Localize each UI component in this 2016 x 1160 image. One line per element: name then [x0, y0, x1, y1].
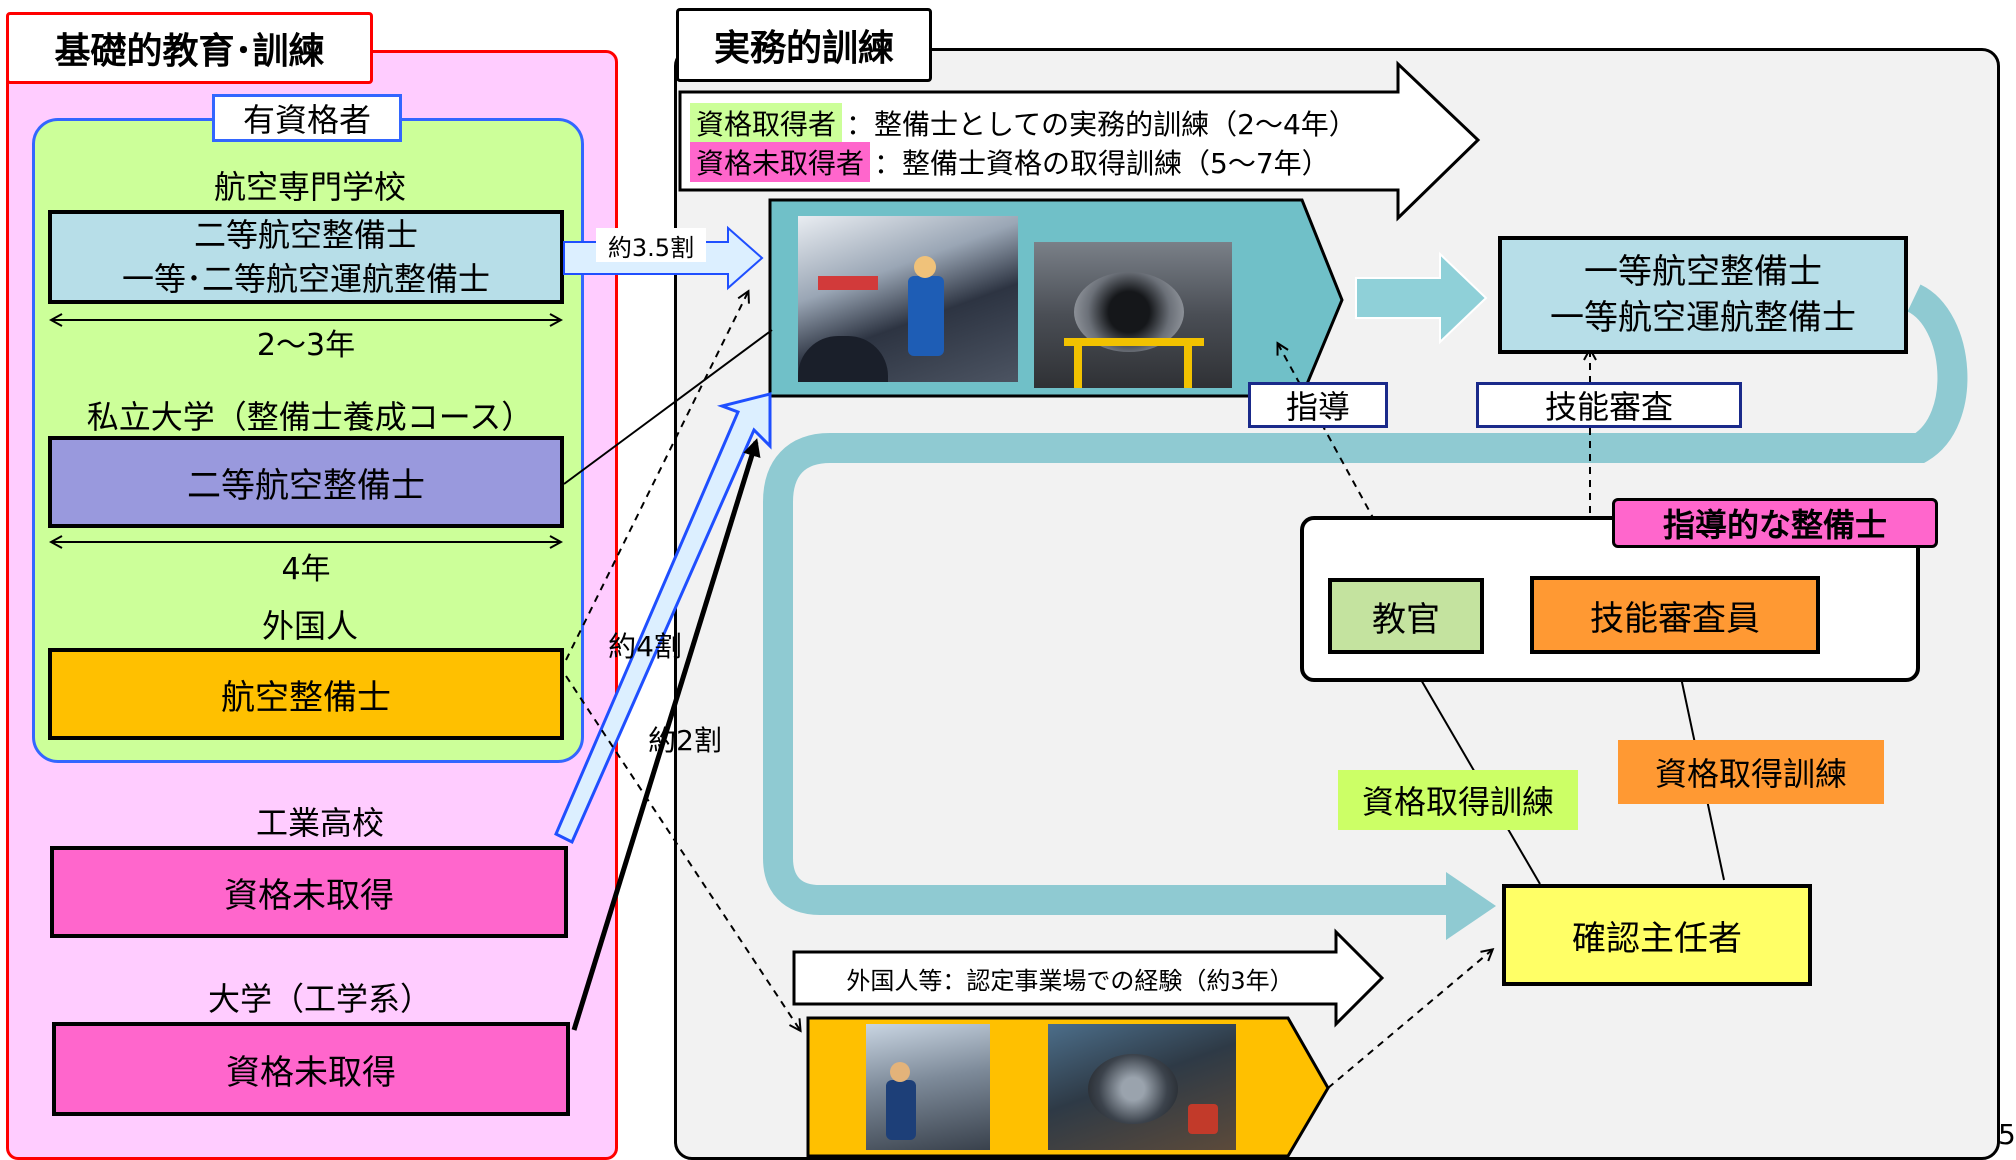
legend-row-unqualified: 資格未取得者 ：整備士資格の取得訓練（5〜7年） — [690, 142, 1330, 182]
maintenance-photo-1 — [798, 216, 1018, 382]
legend-tag-qualified: 資格取得者 — [690, 103, 843, 143]
qualified-label: 有資格者 — [212, 94, 402, 142]
foreign-experience-arrow — [792, 928, 1385, 1028]
private-university-box: 二等航空整備士 — [48, 436, 564, 528]
certifying-staff-box: 確認主任者 — [1502, 884, 1812, 986]
aviation-school-heading: 航空専門学校 — [213, 168, 406, 206]
dashed-foreigner-to-teal — [565, 292, 748, 661]
foreigner-heading: 外国人 — [261, 607, 358, 645]
first-class-line2: 一等航空運航整備士 — [1550, 298, 1856, 338]
ratio-4-label: 約4割 — [608, 630, 682, 663]
basic-training-title: 基礎的教育･訓練 — [6, 12, 373, 84]
foreign-photo-1 — [866, 1024, 990, 1150]
dashed-foreign-to-cert — [1327, 950, 1492, 1089]
skill-examiner-box: 技能審査員 — [1530, 576, 1820, 654]
legend-text-qualified: ：整備士としての実務的訓練（2〜4年） — [846, 108, 1357, 141]
training-label-green: 資格取得訓練 — [1338, 770, 1578, 830]
legend-arrow — [678, 60, 1481, 222]
technical-high-school-heading: 工業高校 — [255, 804, 384, 842]
guidance-label: 指導 — [1248, 382, 1388, 428]
ratio-35-label: 約3.5割 — [596, 228, 706, 262]
foreign-experience-text: 外国人等：認定事業場での経験（約3年） — [846, 966, 1294, 995]
technical-high-school-box: 資格未取得 — [50, 846, 568, 938]
legend-text-unqualified: ：整備士資格の取得訓練（5〜7年） — [874, 147, 1330, 180]
private-university-heading: 私立大学（整備士養成コース） — [86, 398, 534, 436]
foreigner-box: 航空整備士 — [48, 648, 564, 740]
aviation-school-box: 二等航空整備士 一等･二等航空運航整備士 — [48, 210, 564, 304]
instructor-group-label: 指導的な整備士 — [1612, 498, 1938, 548]
university-engineering-box: 資格未取得 — [52, 1022, 570, 1116]
foreign-photo-2 — [1048, 1024, 1236, 1150]
arrow-4 — [554, 392, 772, 845]
big-loop-arrowhead — [1446, 872, 1496, 940]
legend-tag-unqualified: 資格未取得者 — [690, 142, 871, 182]
training-label-orange: 資格取得訓練 — [1618, 740, 1884, 804]
line-private-university — [563, 329, 773, 485]
legend-row-qualified: 資格取得者 ：整備士としての実務的訓練（2〜4年） — [690, 103, 1357, 143]
line-to-instructor — [1406, 654, 1541, 885]
page-number: 5 — [1998, 1118, 2016, 1151]
big-loop-arrow — [763, 284, 1968, 915]
skill-exam-label: 技能審査 — [1476, 382, 1742, 428]
dashed-foreigner-to-orange — [565, 675, 800, 1030]
instructor-box: 教官 — [1328, 578, 1484, 654]
teal-arrow-to-first-class — [1355, 251, 1488, 345]
university-engineering-heading: 大学（工学系） — [207, 980, 432, 1018]
first-class-line1: 一等航空整備士 — [1584, 252, 1822, 292]
practical-training-title: 実務的訓練 — [676, 8, 932, 82]
arrow-2 — [571, 438, 761, 1031]
aviation-school-duration: 2〜3年 — [256, 328, 356, 363]
aviation-school-box-line1: 二等航空整備士 — [193, 216, 418, 254]
private-university-duration: 4年 — [281, 552, 331, 587]
ratio-2-label: 約2割 — [648, 724, 722, 757]
aviation-school-box-line2: 一等･二等航空運航整備士 — [121, 260, 490, 298]
maintenance-photo-2 — [1034, 242, 1232, 388]
first-class-box: 一等航空整備士 一等航空運航整備士 — [1498, 236, 1908, 354]
